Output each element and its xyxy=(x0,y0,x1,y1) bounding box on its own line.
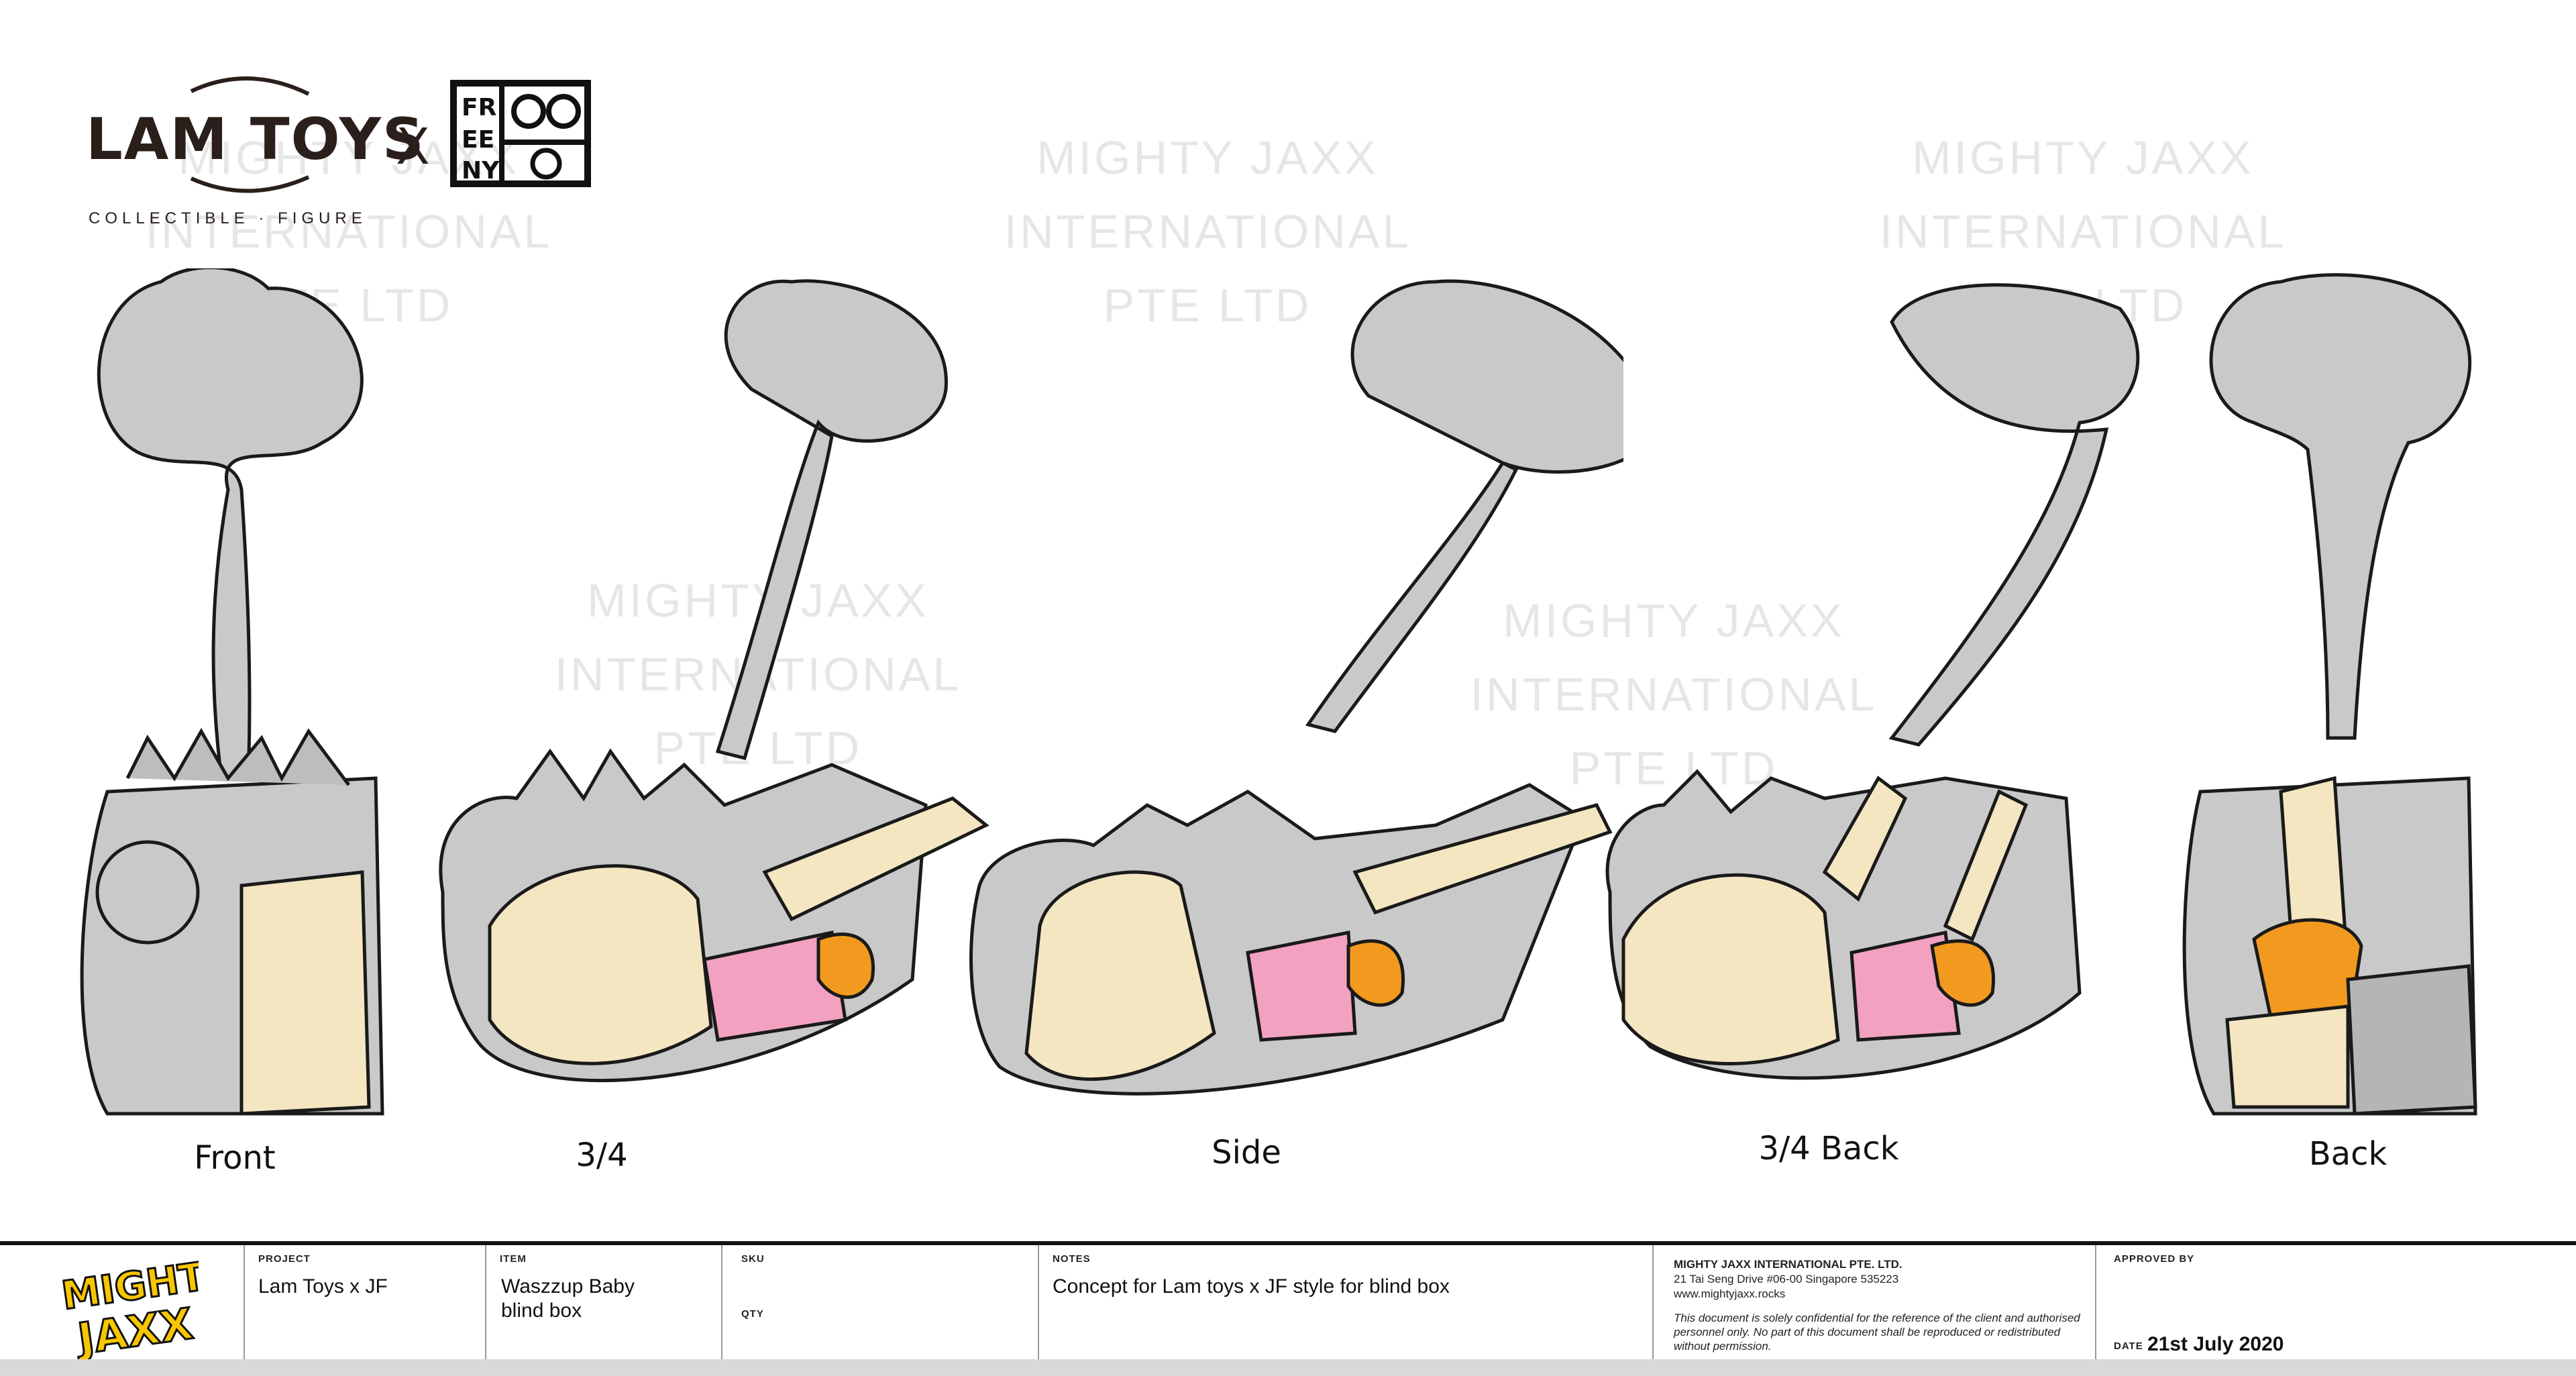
notes-value: Concept for Lam toys x JF style for blin… xyxy=(1053,1275,1450,1298)
project-cell: PROJECT Lam Toys x JF xyxy=(244,1245,486,1366)
figure-three-quarter-back-view xyxy=(1605,283,2140,1080)
notes-caption: NOTES xyxy=(1053,1253,1091,1265)
item-value-line1: Waszzup Baby xyxy=(501,1275,635,1298)
approved-caption: APPROVED BY xyxy=(2114,1253,2195,1265)
sku-caption: SKU xyxy=(741,1253,765,1265)
project-value: Lam Toys x JF xyxy=(258,1275,388,1298)
logo-cell: MIGHTY JAXX xyxy=(0,1245,245,1366)
view-label-side: Side xyxy=(1212,1134,1281,1171)
view-label-three-quarter: 3/4 xyxy=(576,1136,628,1174)
company-cell: MIGHTY JAXX INTERNATIONAL PTE. LTD. 21 T… xyxy=(1652,1245,2096,1366)
collab-x: X xyxy=(396,118,430,176)
lam-toys-arc-icon xyxy=(190,76,310,193)
qty-caption: QTY xyxy=(741,1308,764,1320)
approval-cell: APPROVED BY DATE 21st July 2020 xyxy=(2095,1245,2576,1366)
mighty-jaxx-logo-icon: MIGHTY JAXX xyxy=(58,1259,199,1359)
company-website: www.mightyjaxx.rocks xyxy=(1674,1287,1786,1300)
company-name: MIGHTY JAXX INTERNATIONAL PTE. LTD. xyxy=(1674,1258,1902,1271)
figure-front-view xyxy=(80,268,384,1116)
figure-side-view xyxy=(969,279,1623,1096)
jf-logo-icon: FR EE NY xyxy=(450,80,591,187)
notes-cell: NOTES Concept for Lam toys x JF style fo… xyxy=(1038,1245,1654,1366)
date-caption: DATE xyxy=(2114,1340,2143,1352)
brand-tagline: COLLECTIBLE · FIGURE xyxy=(89,209,367,227)
view-label-three-quarter-back: 3/4 Back xyxy=(1758,1130,1899,1167)
item-caption: ITEM xyxy=(500,1253,527,1265)
figure-three-quarter-view xyxy=(439,279,989,1082)
view-label-back: Back xyxy=(2308,1135,2387,1173)
lam-toys-wordmark: LAM TOYS xyxy=(86,106,425,173)
company-address: 21 Tai Seng Drive #06-00 Singapore 53522… xyxy=(1674,1273,1899,1285)
figure-back-view xyxy=(2182,273,2477,1116)
disclaimer-line3: without permission. xyxy=(1674,1340,1772,1353)
date-value: 21st July 2020 xyxy=(2147,1333,2284,1355)
disclaimer-line2: personnel only. No part of this document… xyxy=(1674,1326,2061,1338)
view-label-front: Front xyxy=(194,1139,276,1177)
brand-lockup: LAM TOYS X COLLECTIBLE · FIGURE FR EE NY xyxy=(80,67,604,235)
item-value-line2: blind box xyxy=(501,1300,582,1322)
item-cell: ITEM Waszzup Baby blind box xyxy=(485,1245,722,1366)
project-caption: PROJECT xyxy=(258,1253,311,1265)
svg-text:FR: FR xyxy=(462,94,496,121)
svg-text:EE: EE xyxy=(462,126,494,154)
title-block: MIGHTY JAXX PROJECT Lam Toys x JF ITEM W… xyxy=(0,1241,2576,1366)
disclaimer-line1: This document is solely confidential for… xyxy=(1674,1312,2080,1324)
sku-cell: SKU QTY xyxy=(721,1245,1039,1366)
svg-text:NY: NY xyxy=(462,157,500,184)
footer-band xyxy=(0,1359,2576,1376)
